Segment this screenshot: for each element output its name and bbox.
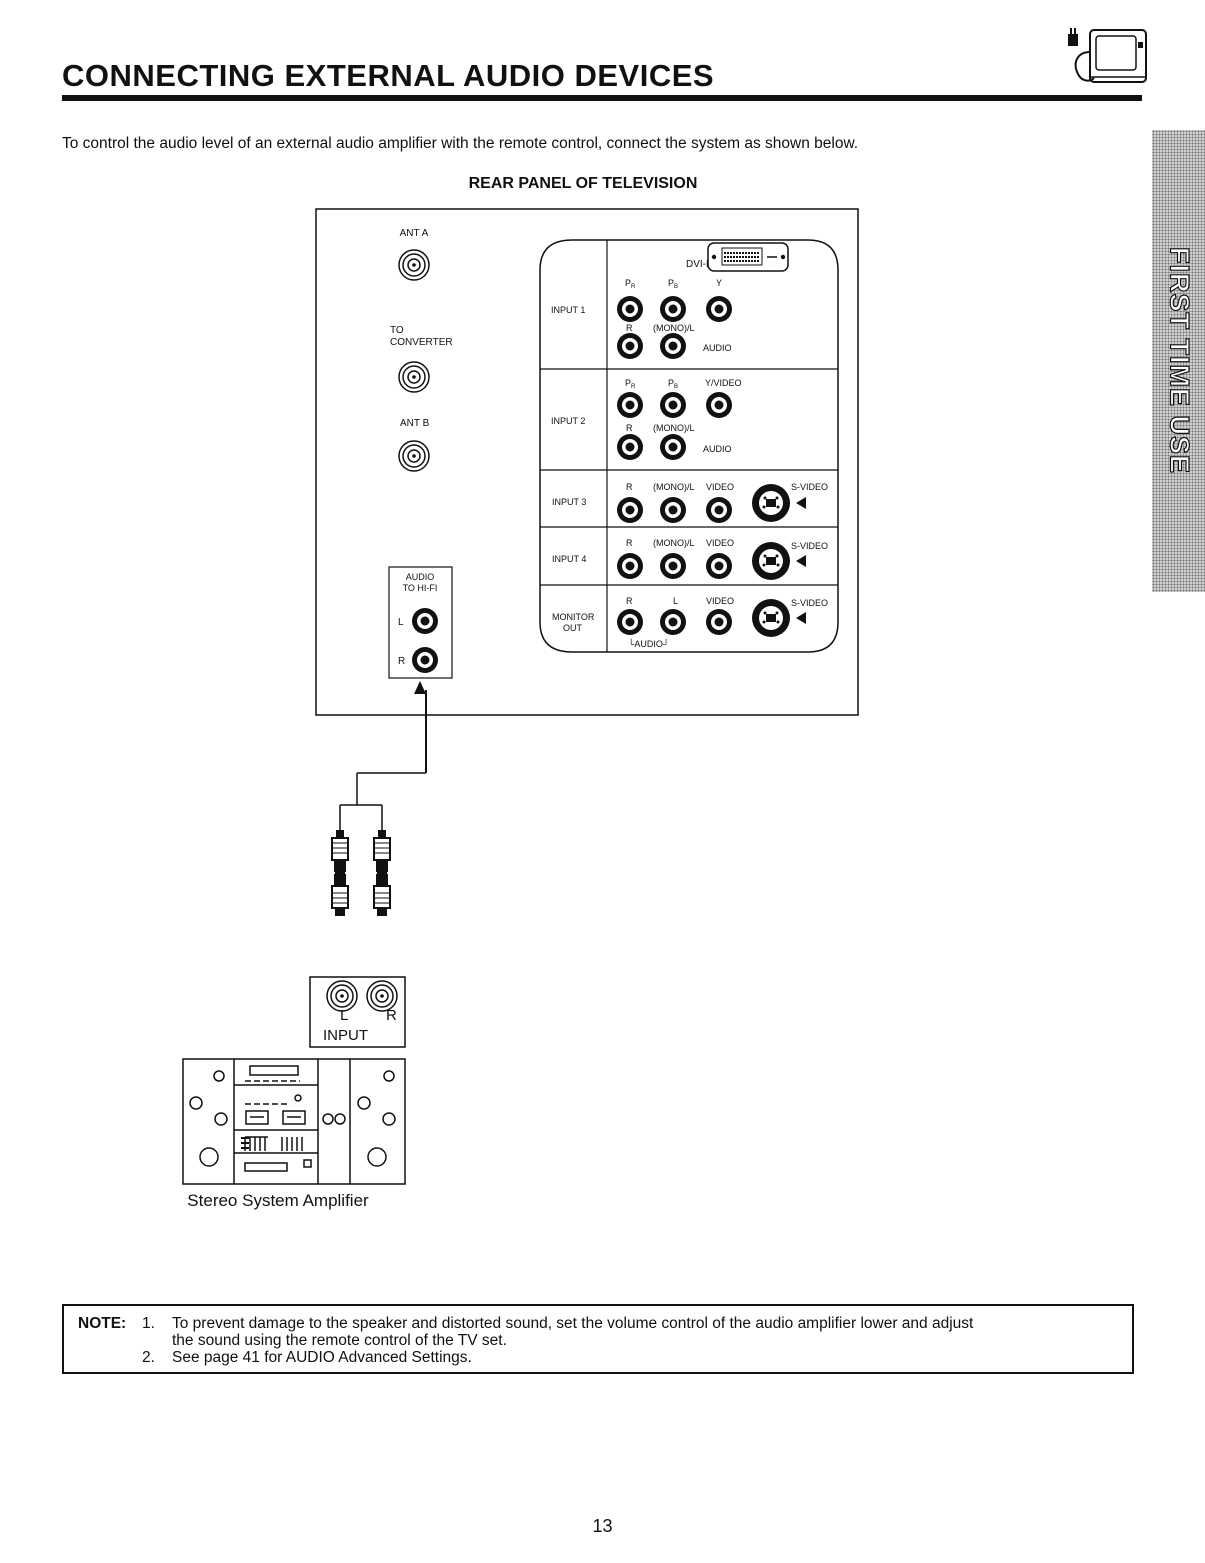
input-panel-frame [539, 239, 839, 653]
input1-audio-label: AUDIO [703, 343, 732, 353]
intro-text: To control the audio level of an externa… [62, 135, 859, 152]
input4-r-label: R [626, 538, 633, 548]
monitor-s-video-label: S-VIDEO [791, 598, 828, 608]
input1-pr-jack [617, 296, 643, 322]
input4-s-video-jack [752, 542, 790, 580]
input4-r-jack [617, 553, 643, 579]
monitor-video-jack [706, 609, 732, 635]
audio-to-hifi-box [388, 566, 453, 679]
input1-pb-label: PB [668, 278, 678, 290]
input4-s-video-label: S-VIDEO [791, 541, 828, 551]
input3-s-video-label: S-VIDEO [791, 482, 828, 492]
ant-a-jack [398, 249, 430, 281]
input1-pr-label: PR [625, 278, 636, 290]
input2-audio-r-jack [617, 434, 643, 460]
audio-to-hifi-label-2: TO HI-FI [403, 583, 438, 593]
note-item1-line2: the sound using the remote control of th… [172, 1332, 507, 1349]
audio-to-hifi-label-1: AUDIO [406, 572, 435, 582]
amp-input-label: INPUT [323, 1027, 368, 1044]
rca-cable-left [331, 829, 349, 917]
amp-input-panel [309, 976, 406, 1048]
ant-b-label: ANT B [400, 418, 430, 429]
tv-with-plug-icon [1068, 28, 1147, 83]
input1-mono-l-label: (MONO)/L [653, 323, 695, 333]
hifi-r-jack [412, 647, 438, 673]
input4-l-jack [660, 553, 686, 579]
rear-panel-frame [315, 208, 859, 716]
page-number: 13 [592, 1516, 613, 1536]
section-side-tab [1152, 130, 1205, 592]
monitor-out-label-2: OUT [563, 623, 583, 633]
input3-l-jack [660, 497, 686, 523]
input3-r-label: R [626, 482, 633, 492]
input4-mono-l-label: (MONO)/L [653, 538, 695, 548]
input3-s-video-jack [752, 484, 790, 522]
input4-video-label: VIDEO [706, 538, 734, 548]
input4-label: INPUT 4 [552, 554, 586, 564]
input2-pb-label: PB [668, 378, 678, 390]
hifi-l-label: L [398, 617, 404, 628]
to-converter-label-2: CONVERTER [390, 337, 453, 348]
monitor-audio-bracket-label: └AUDIO┘ [628, 638, 669, 649]
input1-y-label: Y [716, 278, 722, 288]
monitor-r-label: R [626, 596, 633, 606]
ant-a-label: ANT A [400, 228, 429, 239]
amplifier-caption: Stereo System Amplifier [187, 1191, 369, 1210]
monitor-out-label-1: MONITOR [552, 612, 595, 622]
input2-pr-label: PR [625, 378, 636, 390]
rca-cable-right [373, 829, 391, 917]
to-converter-label-1: TO [390, 325, 404, 336]
note-item2-number: 2. [142, 1349, 155, 1366]
input3-r-jack [617, 497, 643, 523]
hifi-r-label: R [398, 656, 405, 667]
input1-label: INPUT 1 [551, 305, 585, 315]
amp-display-bars [244, 1137, 303, 1151]
input3-video-jack [706, 497, 732, 523]
input1-r-label: R [626, 323, 633, 333]
monitor-s-video-jack [752, 599, 790, 637]
monitor-l-jack [660, 609, 686, 635]
amp-input-r-label: R [386, 1007, 397, 1024]
note-item2: See page 41 for AUDIO Advanced Settings. [172, 1349, 472, 1366]
note-item1-number: 1. [142, 1315, 155, 1332]
input3-label: INPUT 3 [552, 497, 586, 507]
input2-mono-l-label: (MONO)/L [653, 423, 695, 433]
input2-audio-label: AUDIO [703, 444, 732, 454]
input1-audio-l-jack [660, 333, 686, 359]
monitor-video-label: VIDEO [706, 596, 734, 606]
input4-video-jack [706, 553, 732, 579]
monitor-l-label: L [673, 596, 678, 606]
title-rule [62, 95, 1142, 101]
monitor-r-jack [617, 609, 643, 635]
input2-pr-jack [617, 392, 643, 418]
amp-input-l-label: L [340, 1007, 348, 1024]
section-side-tab-label: FIRST TIME USE [1164, 247, 1195, 475]
hifi-l-jack [412, 608, 438, 634]
input2-label: INPUT 2 [551, 416, 585, 426]
input1-audio-r-jack [617, 333, 643, 359]
input2-audio-l-jack [660, 434, 686, 460]
input2-y-jack [706, 392, 732, 418]
diagram-subtitle: REAR PANEL OF TELEVISION [469, 175, 698, 192]
note-item1-line1: To prevent damage to the speaker and dis… [172, 1315, 974, 1332]
input2-y-video-label: Y/VIDEO [705, 378, 742, 388]
input2-r-label: R [626, 423, 633, 433]
input3-mono-l-label: (MONO)/L [653, 482, 695, 492]
note-box: NOTE: 1. To prevent damage to the speake… [62, 1304, 1134, 1374]
to-converter-jack [398, 361, 430, 393]
connection-cable [339, 681, 427, 830]
input2-pb-jack [660, 392, 686, 418]
dvi-connector-icon [707, 242, 789, 272]
stereo-amplifier-drawing [182, 1058, 406, 1185]
input1-y-jack [706, 296, 732, 322]
input3-video-label: VIDEO [706, 482, 734, 492]
ant-b-jack [398, 440, 430, 472]
note-label: NOTE: [78, 1315, 127, 1332]
input1-pb-jack [660, 296, 686, 322]
page-title: CONNECTING EXTERNAL AUDIO DEVICES [62, 58, 715, 93]
